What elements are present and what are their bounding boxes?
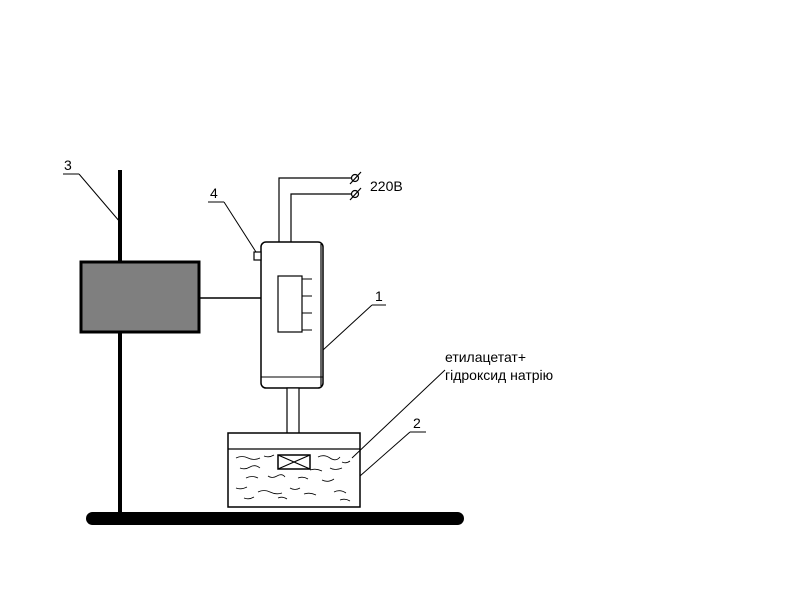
leader-line-1 <box>322 304 373 351</box>
label-mixture-line-2: гідроксид натрію <box>445 367 553 383</box>
label-mixture-line-1: етилацетат+ <box>445 349 526 365</box>
power-terminal-slash <box>349 171 362 185</box>
clamp-block <box>79 260 201 334</box>
power-terminal-slash <box>349 187 362 201</box>
leader-line-3 <box>78 173 121 223</box>
stand-base <box>86 512 464 525</box>
leader-line-mixture <box>351 369 446 459</box>
speed-scale-window <box>277 275 303 333</box>
power-cable-outer <box>278 177 355 242</box>
leader-line-2 <box>359 431 411 477</box>
label-part-3: 3 <box>64 157 72 173</box>
vessel-body <box>227 432 361 508</box>
stirrer-motor <box>253 241 324 389</box>
reaction-vessel <box>227 432 361 508</box>
liquid-squiggles <box>235 454 351 502</box>
label-part-1: 1 <box>375 288 383 304</box>
leader-line-4 <box>223 201 257 253</box>
impeller-cross <box>277 454 311 470</box>
label-voltage: 220В <box>370 178 403 194</box>
power-switch <box>253 251 262 261</box>
label-part-4: 4 <box>210 185 218 201</box>
label-part-2: 2 <box>413 415 421 431</box>
power-cable-inner <box>290 193 355 242</box>
